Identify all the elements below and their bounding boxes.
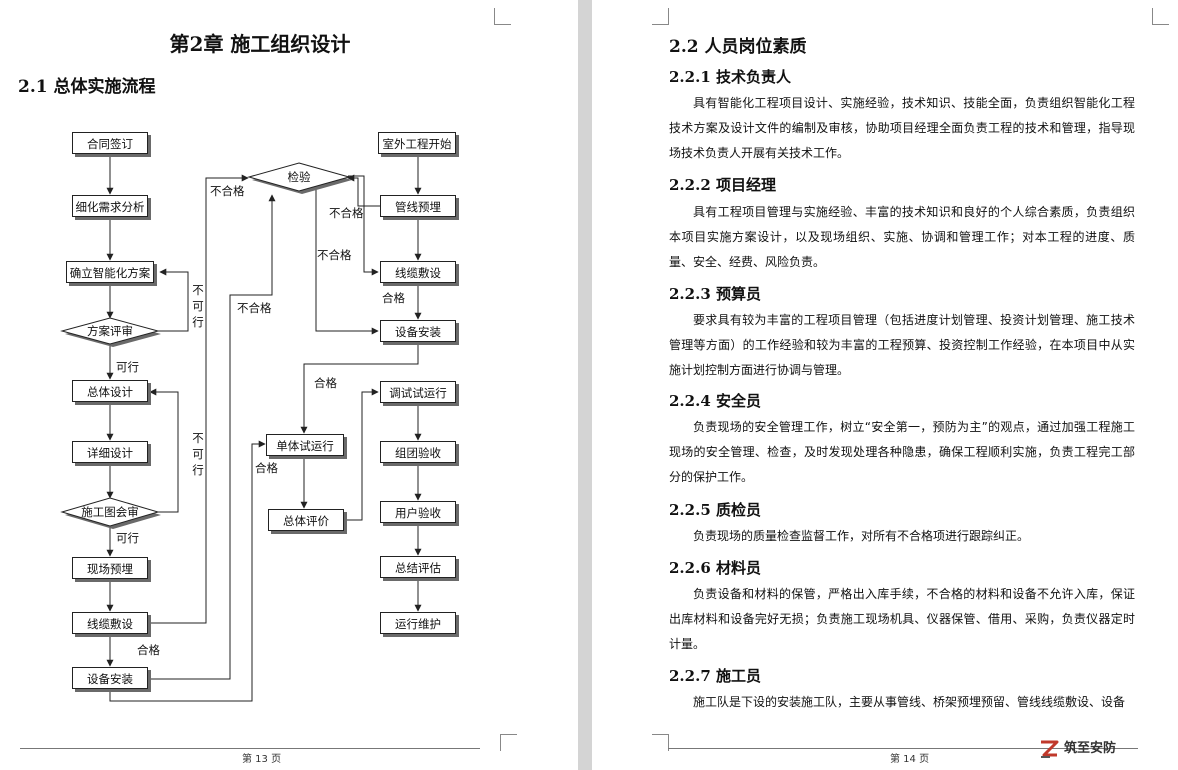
subsection-heading: 2.2.7 施工员 <box>669 667 761 685</box>
section-title: 2.2 人员岗位素质 <box>669 37 807 57</box>
watermark-name: 筑至安防 <box>1064 741 1117 756</box>
arrow-eval-debug <box>344 388 379 521</box>
flow-box-outdoor-start: 室外工程开始 <box>378 132 456 154</box>
edge-label-fail: 不合格 <box>317 248 352 262</box>
subsection-heading: 2.2.1 技术负责人 <box>669 68 791 86</box>
subsection-text: 负责设备和材料的保管，严格出入库手续，不合格的材料和设备不允许入库，保证出库材料… <box>669 587 1135 651</box>
watermark-logo: 筑至安防 <box>1038 736 1168 766</box>
edge-label-not-feasible: 不可行 <box>192 431 204 477</box>
diamond-shape-drawing-review <box>60 497 160 527</box>
flow-box-summary-eval: 总结评估 <box>380 556 456 578</box>
footer-rule <box>20 748 480 749</box>
subsection-text: 施工队是下设的安装施工队，主要从事管线、桥架预埋预留、管线线缆敷设、设备 <box>693 695 1126 709</box>
document-page-14: 2.2 人员岗位素质 2.2.1 技术负责人 具有智能化工程项目设计、实施经验，… <box>592 0 1178 770</box>
subsection-heading: 2.2.3 预算员 <box>669 285 761 303</box>
flow-box-pipe-prep: 管线预埋 <box>380 195 456 217</box>
chapter-title: 第2章 施工组织设计 <box>169 32 351 56</box>
document-page-13: 第2章 施工组织设计 2.1 总体实施流程 <box>0 0 578 770</box>
edge-label-fail: 不合格 <box>237 301 272 315</box>
diamond-label-plan-review: 方案评审 <box>87 324 133 338</box>
flow-box-group-accept: 组团验收 <box>380 441 456 463</box>
arrow-pipe-inspect <box>347 174 380 207</box>
page-corner-mark <box>652 8 669 25</box>
flow-box-unit-trial: 单体试运行 <box>266 434 344 456</box>
arrow-install2-unit <box>300 343 419 434</box>
edge-label-feasible: 可行 <box>116 531 139 545</box>
subsection-text: 负责现场的质量检查监督工作，对所有不合格项进行跟踪纠正。 <box>693 529 1030 543</box>
edge-label-not-feasible: 不可行 <box>192 283 204 329</box>
diamond-shape-inspect <box>247 162 351 192</box>
loop-plan-not-feasible <box>158 268 189 332</box>
flow-box-device-install-2: 设备安装 <box>380 320 456 342</box>
edge-label-fail: 不合格 <box>210 184 245 198</box>
subsection-text: 具有智能化工程项目设计、实施经验，技术知识、技能全面，负责组织智能化工程技术方案… <box>669 96 1135 160</box>
subsection-heading: 2.2.5 质检员 <box>669 501 761 519</box>
subsection-text: 具有工程项目管理与实施经验、丰富的技术知识和良好的个人综合素质，负责组织本项目实… <box>669 205 1135 269</box>
edge-label-pass: 合格 <box>314 376 337 390</box>
flow-box-refine-requirements: 细化需求分析 <box>72 195 148 217</box>
page-corner-mark <box>652 734 669 751</box>
z-logo-icon <box>1041 740 1059 758</box>
page-number: 第 14 页 <box>890 754 930 765</box>
flow-box-overall-eval: 总体评价 <box>268 509 344 531</box>
edge-label-pass: 合格 <box>137 643 160 657</box>
page-corner-mark <box>494 8 511 25</box>
arrow-install-unit <box>109 440 266 702</box>
page-number: 第 13 页 <box>242 754 282 765</box>
subsection-text: 负责现场的安全管理工作，树立“安全第一，预防为主”的观点，通过加强工程施工现场的… <box>669 420 1135 484</box>
flow-box-cabling: 线缆敷设 <box>72 612 148 634</box>
diamond-label-inspect: 检验 <box>287 170 311 184</box>
edge-label-pass: 合格 <box>382 291 405 305</box>
edge-label-pass: 合格 <box>255 461 278 475</box>
flow-box-contract: 合同签订 <box>72 132 148 154</box>
page-corner-mark <box>500 734 517 751</box>
loop-cabling-inspect <box>150 174 249 624</box>
flow-box-debug-run: 调试试运行 <box>380 381 456 403</box>
flow-box-smart-plan: 确立智能化方案 <box>66 261 154 283</box>
flow-box-cabling-2: 线缆敷设 <box>380 261 456 283</box>
loop-drawing-not-feasible <box>149 388 179 513</box>
flow-box-device-install: 设备安装 <box>72 667 148 689</box>
arrow-inspect-install2 <box>315 188 379 335</box>
subsection-heading: 2.2.6 材料员 <box>669 559 761 577</box>
page-gutter <box>578 0 592 770</box>
loop-install-inspect <box>150 194 276 680</box>
arrow-inspect-cabling2 <box>348 175 379 276</box>
diamond-shape-plan-review <box>60 317 160 345</box>
edge-label-feasible: 可行 <box>116 360 139 374</box>
flow-box-user-accept: 用户验收 <box>380 501 456 523</box>
subsection-text: 要求具有较为丰富的工程项目管理（包括进度计划管理、投资计划管理、施工技术管理等方… <box>669 313 1135 377</box>
flow-box-overall-design: 总体设计 <box>72 380 148 402</box>
page-corner-mark <box>1152 8 1169 25</box>
flow-box-site-prep: 现场预埋 <box>72 557 148 579</box>
subsection-heading: 2.2.4 安全员 <box>669 392 761 410</box>
flow-box-ops-maint: 运行维护 <box>380 612 456 634</box>
flowchart-connectors <box>60 155 422 702</box>
diamond-label-drawing-review: 施工图会审 <box>81 505 139 519</box>
subsection-heading: 2.2.2 项目经理 <box>669 176 776 194</box>
edge-label-fail: 不合格 <box>329 206 364 220</box>
flow-box-detail-design: 详细设计 <box>72 441 148 463</box>
section-title: 2.1 总体实施流程 <box>18 77 156 97</box>
footer-rule <box>668 748 1138 749</box>
